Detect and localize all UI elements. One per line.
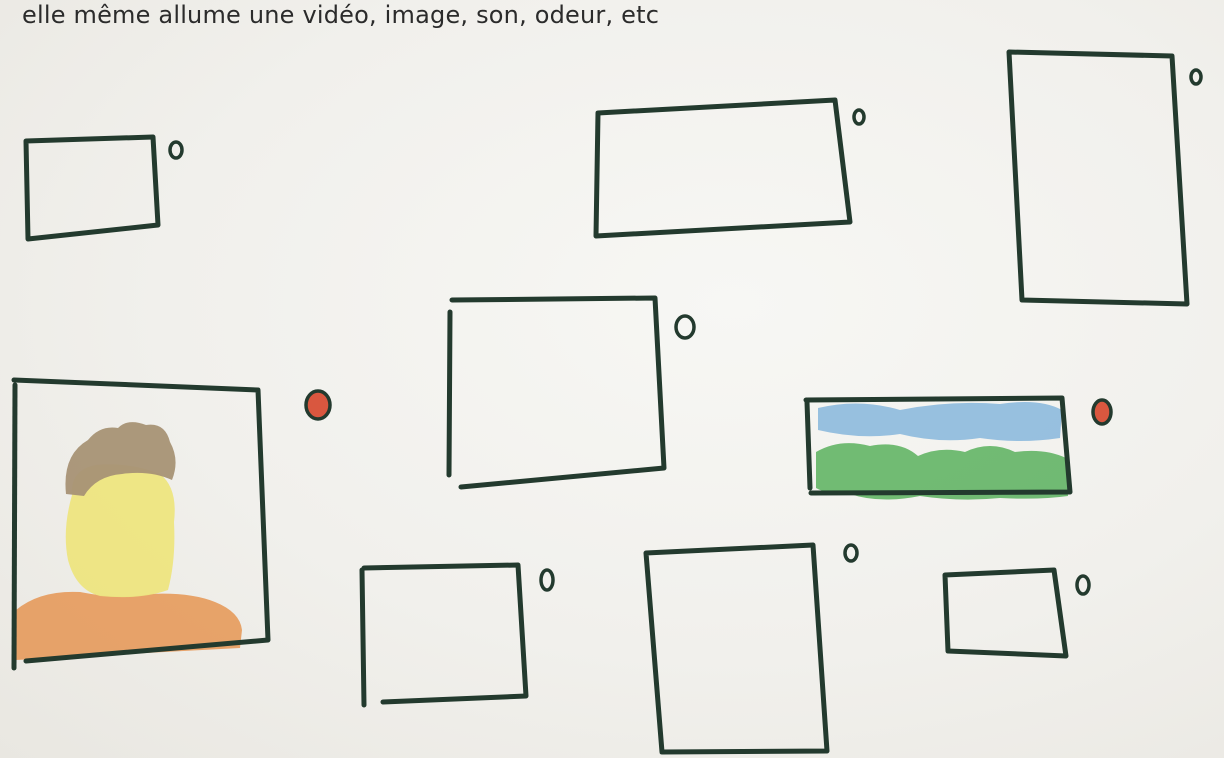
frame-7[interactable] (362, 565, 553, 705)
frame-8-outline (646, 545, 827, 752)
frame-5[interactable] (14, 380, 330, 668)
frame-2-indicator-off[interactable] (854, 110, 864, 124)
frame-9[interactable] (945, 570, 1089, 656)
frame-3-indicator-off[interactable] (1191, 70, 1201, 84)
frame-7-indicator-off[interactable] (541, 570, 553, 590)
landscape-image (816, 402, 1068, 500)
frame-9-indicator-off[interactable] (1077, 576, 1089, 594)
frame-2[interactable] (596, 100, 864, 236)
frame-6-indicator-on[interactable] (1093, 400, 1111, 424)
landscape-sky (818, 402, 1062, 441)
frame-1[interactable] (26, 137, 182, 239)
frame-2-outline (596, 100, 850, 236)
frame-6[interactable] (806, 398, 1111, 500)
frame-5-outline-left (14, 385, 15, 668)
frame-1-outline (26, 137, 158, 239)
frame-7-outline-left (362, 570, 364, 705)
frame-4[interactable] (449, 298, 694, 487)
frame-4-outline-left (449, 312, 450, 475)
frame-1-indicator-off[interactable] (170, 142, 182, 158)
frame-4-indicator-off[interactable] (676, 316, 694, 338)
frame-8[interactable] (646, 545, 857, 752)
frame-7-outline (364, 565, 526, 702)
frame-6-outline-left (807, 402, 810, 488)
frame-9-outline (945, 570, 1066, 656)
frame-5-indicator-on[interactable] (306, 391, 330, 419)
frame-3-outline (1009, 52, 1187, 304)
frame-3[interactable] (1009, 52, 1201, 304)
portrait-image (16, 422, 242, 660)
frame-4-outline (452, 298, 664, 487)
frame-8-indicator-off[interactable] (845, 545, 857, 561)
